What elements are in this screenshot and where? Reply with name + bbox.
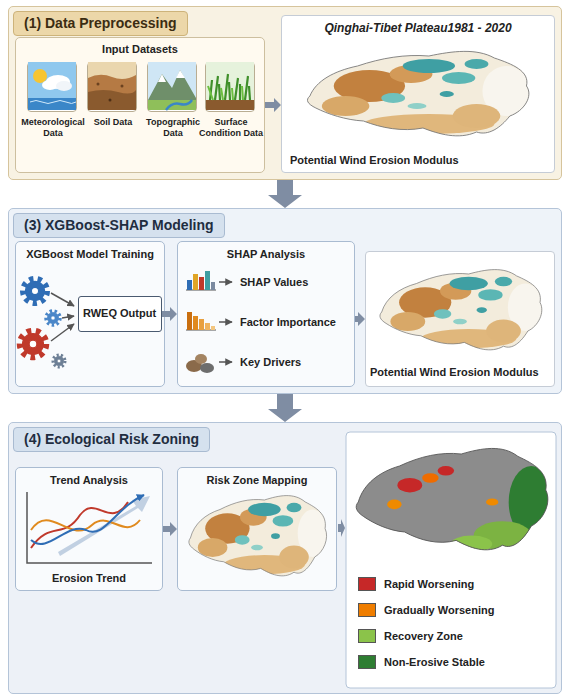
flow-arrow [265,98,281,112]
node-label: Trend Analysis [16,474,162,487]
process-box: Trend AnalysisErosion Trend [15,467,163,591]
text-slot: Factor Importance [240,316,352,329]
text-slot: Risk Zone Mapping [178,474,336,487]
node-label: RWEQ Output [79,307,160,320]
text-slot: Meteorological Data [17,117,89,138]
flow-arrow [355,312,365,326]
text-slot: Trend Analysis [16,474,162,487]
text-slot: SHAP Analysis [178,248,354,261]
node-label: Meteorological Data [17,117,89,138]
legend-swatch [358,629,376,643]
flow-arrow [163,522,177,536]
section-title: (3) XGBoost-SHAP Modeling [13,213,225,238]
text-slot: Topographic Data [137,117,209,138]
text-slot: Potential Wind Erosion Modulus [290,154,546,167]
flow-arrow [268,180,302,208]
legend-label: Gradually Worsening [384,603,494,617]
node-label: SHAP Analysis [178,248,354,261]
node-label: Key Drivers [240,356,352,369]
process-box: XGBoost Model TrainingRWEQ Output [15,241,165,387]
text-slot: (1) Data Preprocessing [13,11,188,36]
legend-swatch [358,603,376,617]
legend-label: Non-Erosive Stable [384,655,485,669]
node-label: Qinghai-Tibet Plateau1981 - 2020 [286,21,550,35]
text-slot: Qinghai-Tibet Plateau1981 - 2020 [286,21,550,35]
text-slot: Input Datasets [16,43,264,56]
output-box: RWEQ Output [78,296,162,332]
legend-label: Recovery Zone [384,629,463,643]
node-label: Potential Wind Erosion Modulus [290,154,546,167]
text-slot: XGBoost Model Training [16,248,164,261]
text-slot: Erosion Trend [16,572,162,585]
text-slot: (3) XGBoost-SHAP Modeling [13,213,225,238]
text-slot: SHAP Values [240,276,352,289]
legend-row: Recovery Zone [358,628,550,644]
legend-label: Rapid Worsening [384,577,474,591]
node-label: Risk Zone Mapping [178,474,336,487]
legend-row: Rapid Worsening [358,576,550,592]
node-label: Factor Importance [240,316,352,329]
section-title: (1) Data Preprocessing [13,11,188,36]
text-slot: (4) Ecological Risk Zoning [13,427,210,452]
legend-swatch [358,577,376,591]
text-slot: RWEQ Output [79,307,160,320]
node-label: Potential Wind Erosion Modulus [370,366,552,379]
node-label: SHAP Values [240,276,352,289]
section-title: (4) Ecological Risk Zoning [13,427,210,452]
node-label: Soil Data [77,117,149,128]
text-slot: Surface Condition Data [196,117,266,138]
text-slot: Soil Data [77,117,149,128]
legend: Rapid WorseningGradually WorseningRecove… [358,576,550,680]
node-label: Topographic Data [137,117,209,138]
legend-row: Gradually Worsening [358,602,550,618]
text-slot: Key Drivers [240,356,352,369]
node-label: Input Datasets [16,43,264,56]
flow-arrow [268,394,302,422]
text-slot: Potential Wind Erosion Modulus [370,366,552,379]
node-label: XGBoost Model Training [16,248,164,261]
node-label: Surface Condition Data [196,117,266,138]
legend-row: Non-Erosive Stable [358,654,550,670]
node-label: Erosion Trend [16,572,162,585]
flow-arrow [162,307,177,321]
legend-swatch [358,655,376,669]
